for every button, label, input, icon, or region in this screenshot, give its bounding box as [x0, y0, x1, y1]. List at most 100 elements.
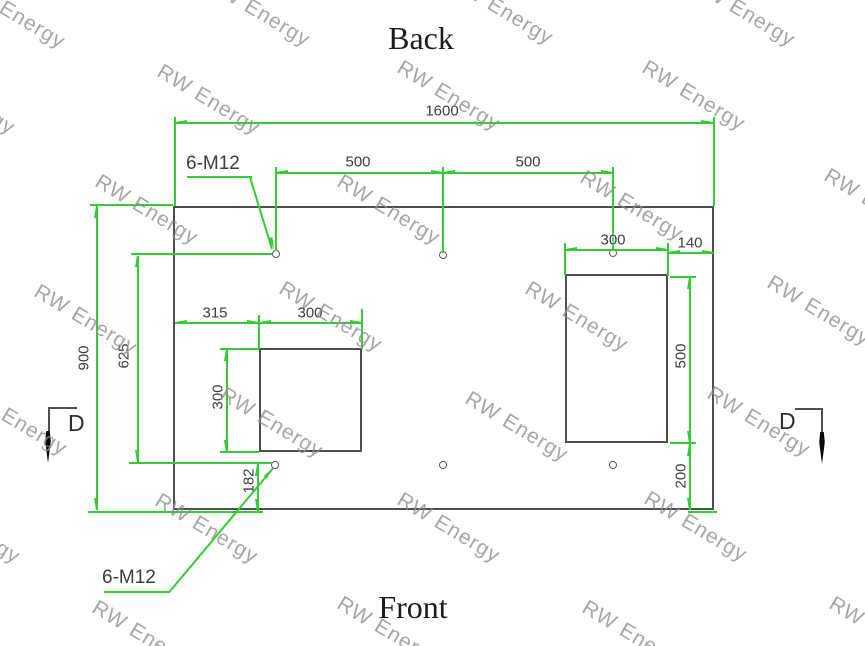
- dim-line-right-bottom-margin: [689, 443, 691, 510]
- dim-left-cutout-height: 300: [209, 384, 227, 410]
- dim-line-hole-row-spacing: [137, 256, 139, 462]
- dim-total-width: 1600: [425, 102, 459, 120]
- extension-line: [129, 462, 272, 464]
- left-cutout: [259, 348, 362, 452]
- dim-right-cutout-width: 300: [600, 231, 626, 249]
- watermark-text: RW Energy: [578, 596, 690, 646]
- extension-line: [258, 315, 260, 349]
- dim-left-cutout-width: 300: [297, 304, 323, 322]
- arrowhead: [255, 499, 259, 511]
- extension-line: [670, 276, 696, 278]
- extension-line: [275, 167, 277, 251]
- arrowhead: [224, 349, 228, 361]
- watermark-text: RW Energy: [203, 0, 315, 52]
- arrowhead: [94, 206, 98, 218]
- dim-line-bottom-hole-offset: [257, 464, 259, 511]
- extension-line: [174, 117, 176, 206]
- dim-line-left-cutout-height: [226, 349, 228, 452]
- right-cutout: [565, 274, 668, 443]
- arrowhead: [94, 498, 98, 510]
- arrowhead: [255, 464, 259, 476]
- watermark-text: RW Energy: [88, 596, 200, 646]
- view-title-back: Back: [388, 20, 454, 56]
- arrowhead: [687, 431, 691, 443]
- arrowhead: [565, 247, 577, 251]
- arrowhead: [656, 247, 668, 251]
- dim-line-right-cutout-height: [689, 277, 691, 443]
- plate-outline: [173, 206, 714, 510]
- section-label-right: D: [779, 408, 796, 434]
- hole-bottom-left: [271, 461, 279, 469]
- arrowhead: [350, 320, 362, 324]
- dim-line-total-height: [96, 206, 98, 510]
- hole-top-left: [272, 250, 280, 258]
- arrowhead: [175, 320, 187, 324]
- watermark-text: RW Energy: [688, 0, 800, 52]
- arrowhead: [601, 170, 613, 174]
- extension-line: [220, 451, 259, 453]
- arrowhead: [687, 444, 691, 456]
- callout-underline: [104, 591, 169, 593]
- arrowhead: [687, 498, 691, 510]
- watermark-text: RW Energy: [820, 164, 865, 244]
- watermark-text: RW Energy: [0, 0, 70, 54]
- thread-callout-top: 6-M12: [186, 153, 240, 174]
- watermark-text: RW Energy: [153, 60, 265, 140]
- dim-left-cutout-offset: 315: [202, 304, 228, 322]
- extension-line: [688, 511, 717, 513]
- dim-line-right-edge-margin: [668, 252, 714, 254]
- dim-right-cutout-height: 500: [672, 343, 690, 369]
- arrowhead: [224, 440, 228, 452]
- dim-line-right-cutout-width: [565, 249, 668, 251]
- arrowhead: [259, 320, 271, 324]
- thread-callout-bottom: 6-M12: [102, 567, 156, 588]
- watermark-text: RW Energy: [446, 0, 558, 50]
- callout-underline: [187, 176, 252, 178]
- arrowhead: [443, 170, 455, 174]
- dim-right-cutout-bottom-margin: 200: [672, 463, 690, 489]
- dim-total-height: 900: [75, 345, 93, 371]
- dim-hole-spacing-right: 500: [515, 153, 541, 171]
- extension-line: [442, 167, 444, 253]
- extension-line: [667, 243, 669, 276]
- arrowhead: [687, 277, 691, 289]
- dim-line-total-width: [175, 122, 713, 124]
- extension-line: [220, 348, 259, 350]
- extension-line: [361, 309, 363, 349]
- watermark-text: RW Energy: [825, 592, 865, 646]
- view-title-front: Front: [378, 589, 448, 625]
- watermark-text: RW Energy: [703, 382, 815, 462]
- section-arrow-right: [819, 432, 825, 464]
- extension-line: [670, 442, 696, 444]
- arrowhead: [431, 170, 443, 174]
- watermark-text: RW Energy: [0, 381, 72, 461]
- extension-line: [612, 167, 614, 249]
- arrowhead: [702, 250, 714, 254]
- extension-line: [564, 243, 566, 275]
- arrowhead: [135, 255, 139, 267]
- extension-line: [713, 117, 715, 206]
- watermark-text: RW Energy: [763, 271, 865, 351]
- arrowhead: [668, 250, 680, 254]
- extension-line: [131, 253, 272, 255]
- dim-hole-spacing-left: 500: [345, 153, 371, 171]
- section-marker-line: [48, 407, 50, 431]
- extension-line: [88, 511, 263, 513]
- section-arrow-left: [45, 431, 51, 463]
- dim-hole-row-spacing: 625: [115, 343, 133, 369]
- watermark-text: RW Energy: [638, 56, 750, 136]
- section-marker-line: [795, 408, 823, 410]
- hole-bottom-middle: [439, 461, 447, 469]
- section-label-left: D: [68, 410, 85, 436]
- watermark-text: RW Energy: [393, 56, 505, 136]
- watermark-text: RW Energy: [0, 489, 25, 569]
- extension-line: [90, 204, 173, 206]
- arrowhead: [175, 120, 187, 124]
- arrowhead: [247, 320, 259, 324]
- dim-right-edge-margin: 140: [677, 234, 703, 252]
- arrowhead: [701, 120, 713, 124]
- watermark-text: RW Energy: [0, 60, 20, 140]
- section-marker-line: [821, 408, 823, 432]
- hole-bottom-right: [609, 461, 617, 469]
